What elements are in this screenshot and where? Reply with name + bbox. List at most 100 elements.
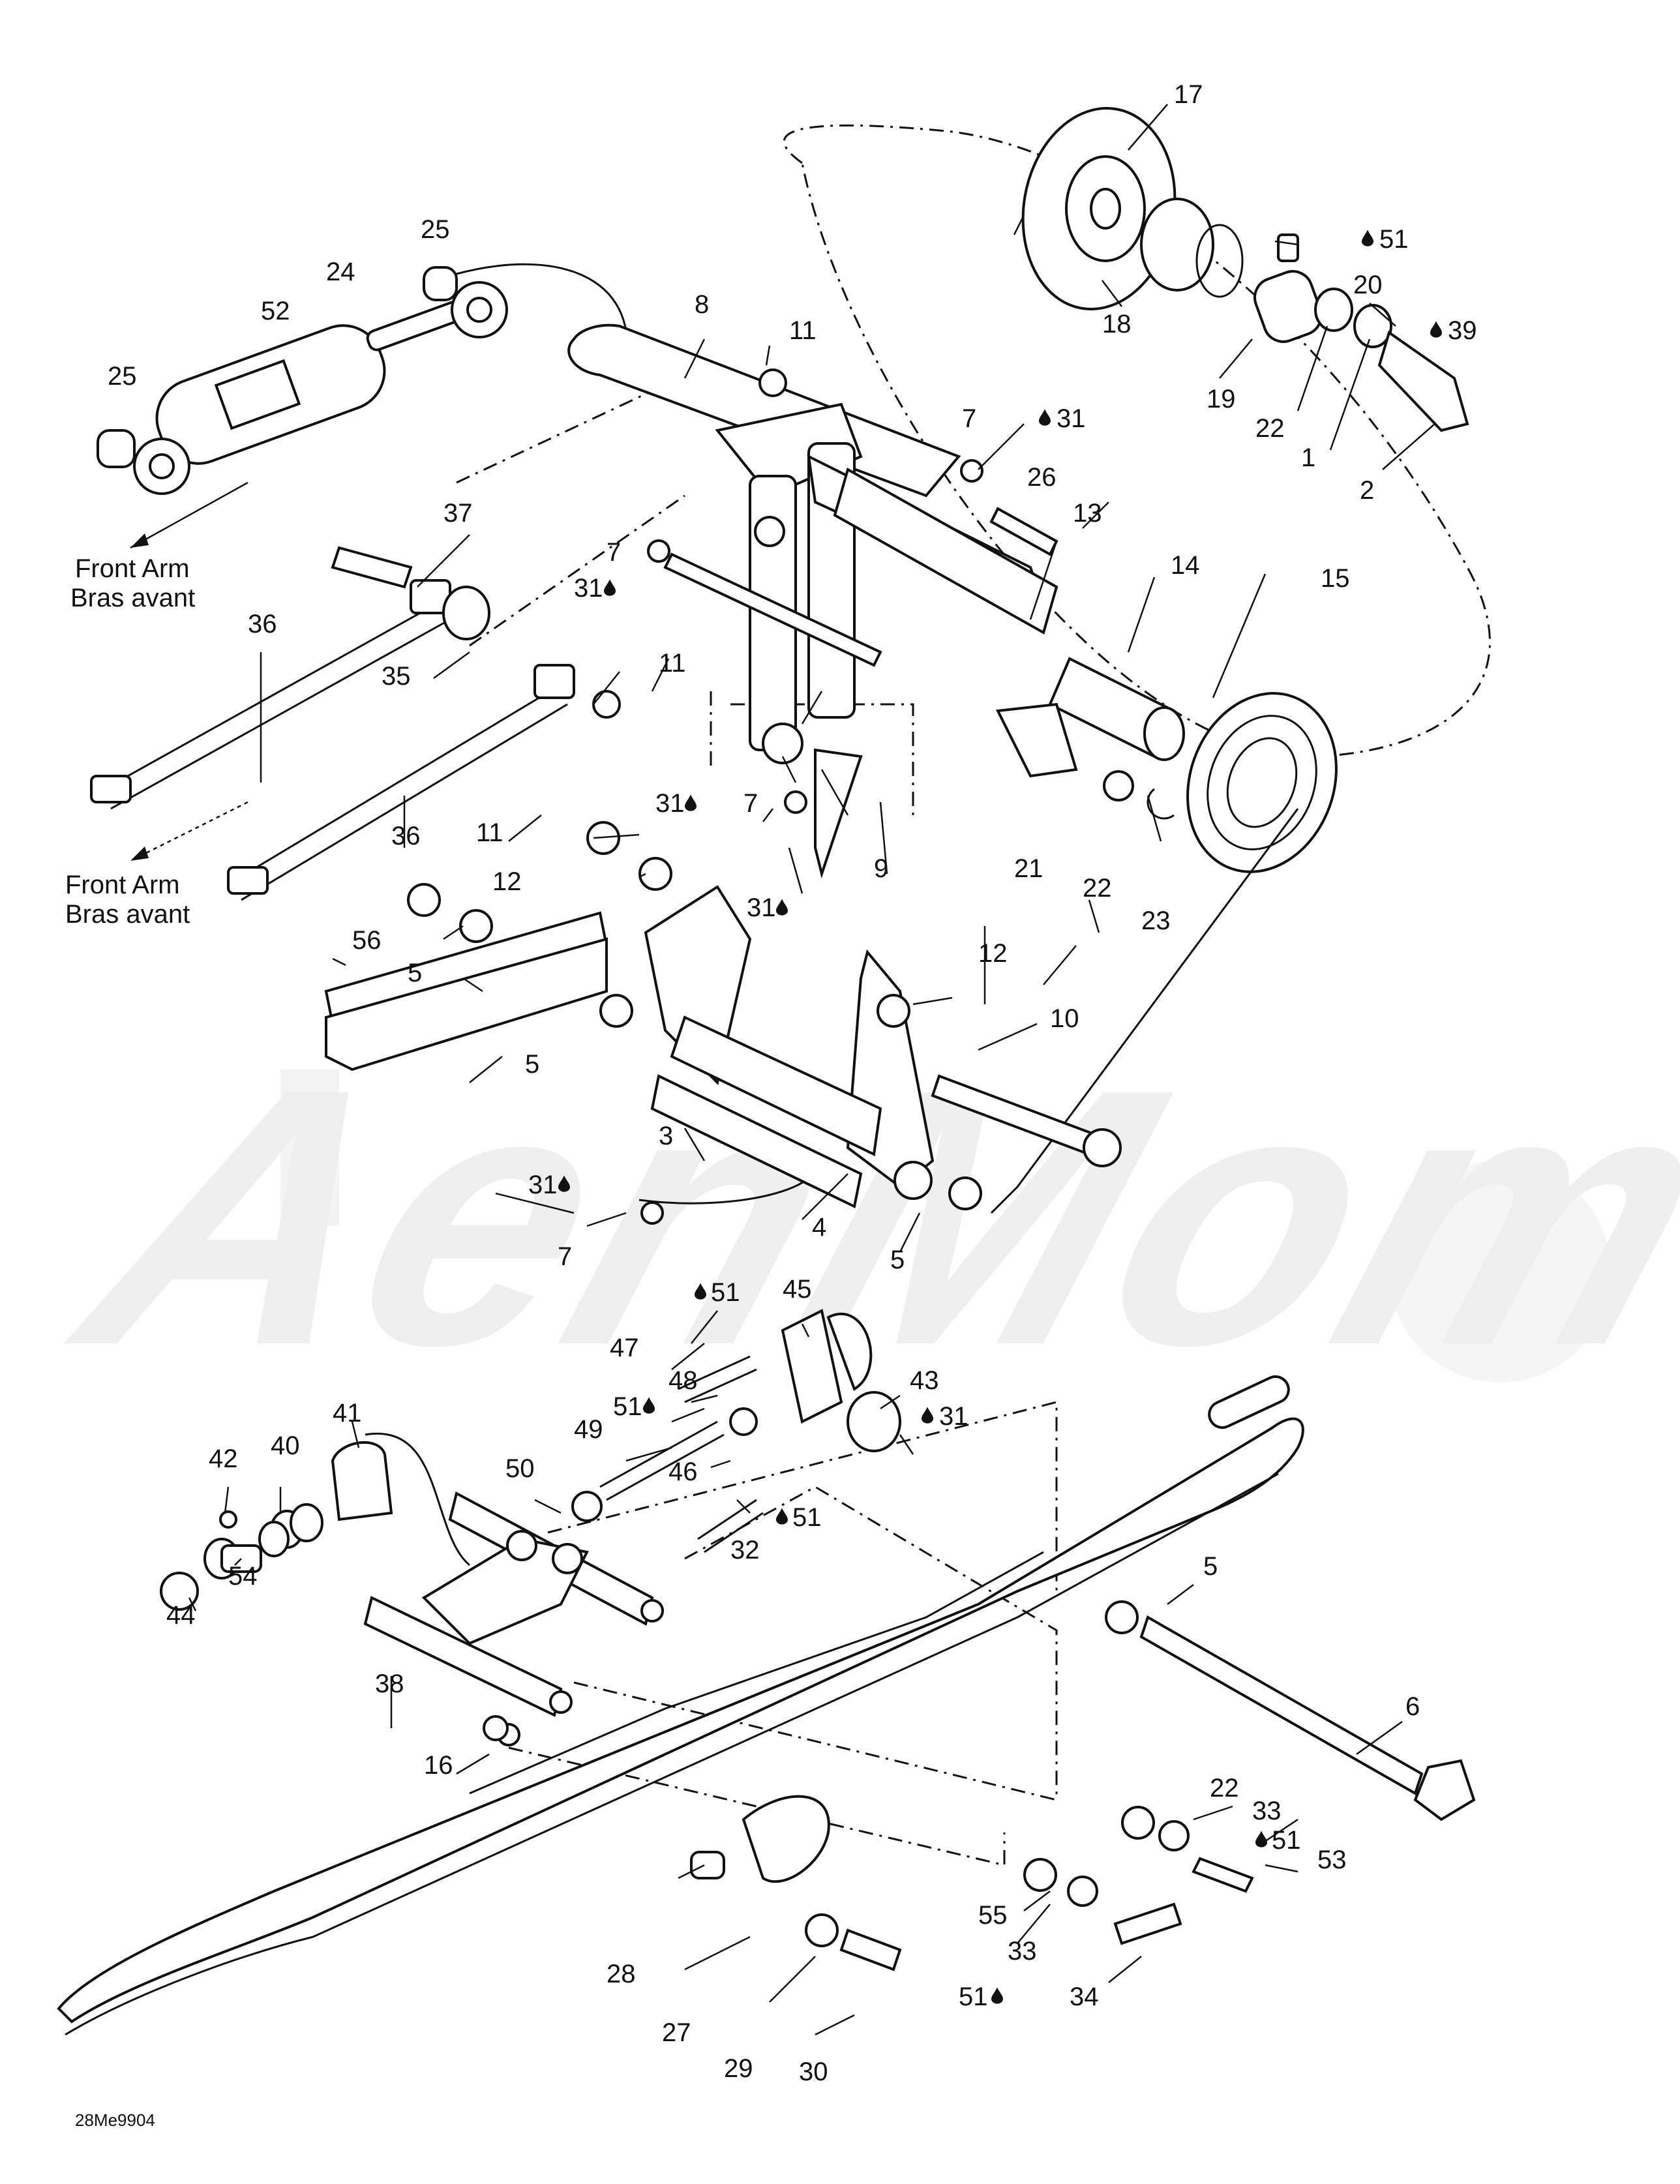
callout-52: 52 [261,297,290,325]
watermark-tower-icon [280,1070,339,1226]
callout-13: 13 [1073,499,1102,528]
callout-47: 47 [610,1334,639,1362]
callout-11-mid: 11 [659,649,686,678]
callout-31-a: 31 [1057,404,1086,433]
callout-31-f: 31 [939,1402,968,1431]
callout-11-top: 11 [789,316,817,345]
callout-2: 2 [1360,476,1374,505]
callout-50: 50 [505,1454,535,1483]
callout-55: 55 [978,1901,1008,1930]
callout-40: 40 [271,1431,300,1460]
shock-absorber [97,266,508,495]
callout-28: 28 [607,1960,636,1988]
leader-lines [188,104,1435,2036]
callout-45: 45 [783,1275,812,1304]
callout-39: 39 [1448,316,1477,345]
callout-56: 56 [352,926,382,955]
hardware [407,368,1175,1225]
tension-adjuster [571,1309,901,1553]
callout-51-b: 51 [711,1278,740,1307]
callout-14: 14 [1171,551,1200,580]
rail-bolts [1023,1600,1476,1945]
callout-38: 38 [375,1669,404,1698]
drawing-code: 28Me9904 [75,2110,155,2130]
callout-22-top: 22 [1255,414,1285,443]
callout-22-mid: 22 [1083,874,1112,903]
callout-17: 17 [1174,80,1203,109]
callout-7-b: 7 [607,538,621,567]
callout-30: 30 [799,2057,828,2086]
front-arm-label-1-en: Front Arm [75,554,190,583]
drop-icon [1362,230,1373,247]
callout-31-d: 31 [747,893,776,922]
callout-35: 35 [382,662,411,691]
callout-36-b: 36 [391,822,421,850]
callout-37: 37 [443,499,473,528]
callout-46: 46 [668,1458,698,1486]
callout-7-d: 7 [558,1242,572,1271]
callout-18: 18 [1102,310,1132,338]
callout-31-e: 31 [528,1171,558,1199]
callout-51-d: 51 [792,1503,822,1532]
callout-16: 16 [424,1751,453,1780]
drop-icon [1255,1831,1267,1847]
callout-41: 41 [333,1399,362,1428]
callout-1: 1 [1301,443,1315,472]
callout-51-top: 51 [1379,225,1409,254]
callout-33-b: 33 [1008,1937,1037,1966]
drop-icon [991,1987,1003,2004]
pivot-and-spring [833,468,1338,1214]
drop-icon [776,899,788,916]
slide-rail [57,1375,1304,2036]
front-arm-notes: Front Arm Bras avant Front Arm Bras avan… [65,481,248,929]
callout-19: 19 [1207,385,1236,413]
callout-49: 49 [574,1415,603,1444]
front-arm-label-2-en: Front Arm [65,871,180,899]
callout-53: 53 [1317,1846,1347,1874]
callout-5-b: 5 [525,1050,539,1079]
drop-icon [685,794,697,811]
callout-5-d: 5 [1203,1552,1218,1581]
callout-31-b: 31 [574,574,603,603]
callout-36-a: 36 [248,610,277,638]
callout-10: 10 [1050,1004,1079,1033]
bushing-stack [160,1441,393,1611]
rear-arm [363,1491,664,1717]
callout-34: 34 [1070,1982,1099,2011]
callout-43: 43 [910,1366,939,1395]
drop-icon [776,1508,788,1525]
callout-3: 3 [659,1122,673,1150]
callout-12-a: 12 [492,867,522,896]
callout-23: 23 [1141,906,1171,935]
callout-5-c: 5 [890,1246,905,1274]
callout-15: 15 [1321,564,1350,593]
callout-5-a: 5 [408,959,422,987]
callout-26: 26 [1027,463,1057,492]
callout-27: 27 [662,2018,691,2047]
callout-51-c: 51 [613,1392,642,1421]
stopper-assembly [483,1715,902,1971]
watermark-wheel-icon [1389,1161,1611,1383]
callout-33-a: 33 [1252,1797,1282,1825]
callout-20: 20 [1353,271,1383,299]
callout-8: 8 [695,290,709,319]
callout-7-a: 7 [962,404,976,433]
callout-51-e: 51 [1272,1826,1301,1855]
callout-12-b: 12 [978,939,1008,968]
callout-44: 44 [166,1601,196,1630]
callout-24: 24 [326,258,355,286]
callout-9: 9 [874,854,888,883]
callout-25-top: 25 [421,215,450,244]
callout-21: 21 [1014,854,1043,883]
pivot-bracket [644,885,1122,1208]
front-arm-label-2-fr: Bras avant [65,900,190,929]
callout-22-low: 22 [1210,1774,1239,1803]
drop-icon [604,579,616,596]
callout-25-left: 25 [108,362,137,391]
callout-29: 29 [724,2054,753,2083]
callout-48: 48 [668,1366,698,1395]
callout-32: 32 [730,1536,760,1564]
callout-11-low: 11 [476,818,503,847]
callout-4: 4 [812,1213,826,1242]
